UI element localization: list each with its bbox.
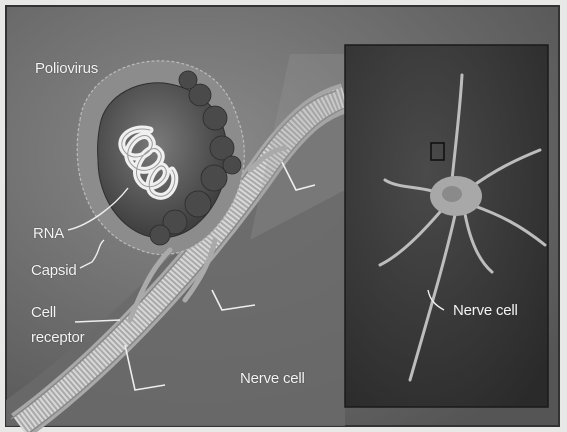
nerve-cell-membrane-label: Nerve cell <box>240 370 305 387</box>
rna-label: RNA <box>33 225 64 242</box>
poliovirus-label: Poliovirus <box>35 60 98 77</box>
cell-receptor-label-line1: Cell <box>31 304 56 321</box>
nerve-cell-inset-label: Nerve cell <box>453 302 518 319</box>
capsid-label: Capsid <box>31 262 77 279</box>
cell-receptor-label-line2: receptor <box>31 329 84 346</box>
